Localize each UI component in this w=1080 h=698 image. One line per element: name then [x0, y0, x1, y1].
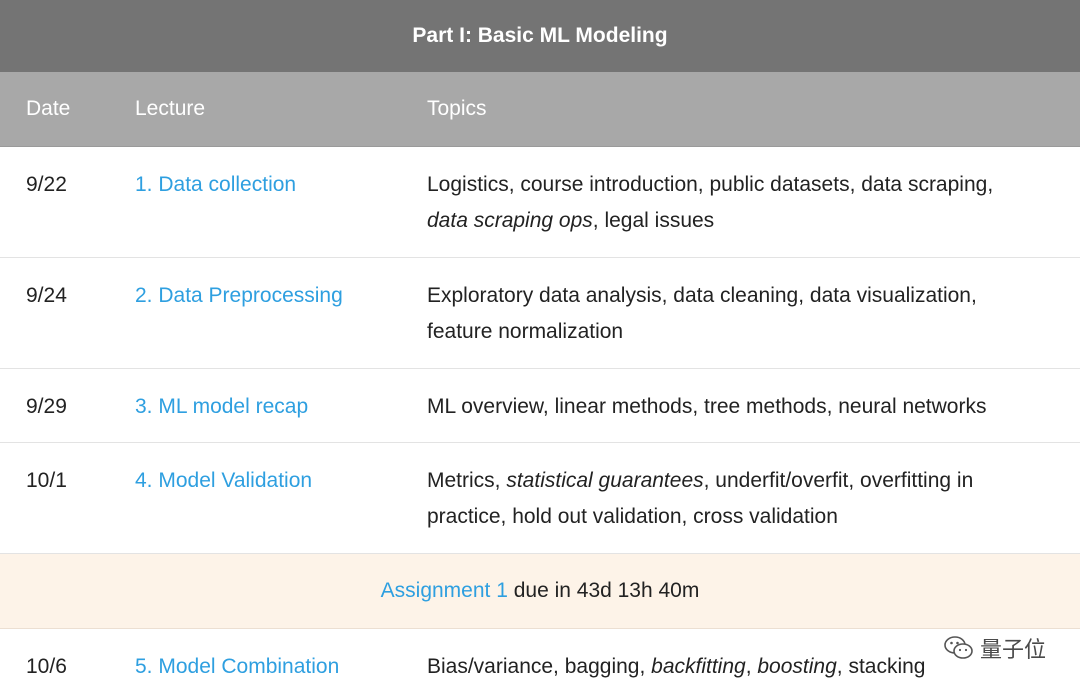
row-topics: ML overview, linear methods, tree method… — [427, 395, 987, 418]
part-header: Part I: Basic ML Modeling — [0, 0, 1080, 72]
column-header-lecture: Lecture — [135, 97, 206, 120]
row-topics: Bias/variance, bagging, backfitting, boo… — [427, 655, 926, 678]
lecture-link[interactable]: 5. Model Combination — [135, 655, 340, 678]
column-header-date: Date — [26, 97, 71, 120]
column-header-row: Date Lecture Topics — [0, 72, 1080, 147]
row-date: 9/29 — [26, 395, 67, 418]
column-header-topics: Topics — [427, 97, 487, 120]
watermark: 量子位 — [944, 632, 1046, 664]
assignment-link[interactable]: Assignment 1 — [380, 579, 508, 602]
lecture-link[interactable]: 2. Data Preprocessing — [135, 284, 343, 307]
row-topics: Metrics, statistical guarantees, underfi… — [427, 469, 974, 528]
lecture-link[interactable]: 3. ML model recap — [135, 395, 309, 418]
table-row: 9/22 1. Data collection Logistics, cours… — [0, 147, 1080, 258]
row-topics: Logistics, course introduction, public d… — [427, 173, 994, 232]
assignment-banner: Assignment 1 due in 43d 13h 40m — [0, 554, 1080, 629]
lecture-link[interactable]: 4. Model Validation — [135, 469, 313, 492]
row-topics: Exploratory data analysis, data cleaning… — [427, 284, 977, 343]
table-row: 10/1 4. Model Validation Metrics, statis… — [0, 443, 1080, 554]
table-row: 9/24 2. Data Preprocessing Exploratory d… — [0, 258, 1080, 369]
lecture-link[interactable]: 1. Data collection — [135, 173, 297, 196]
row-date: 10/6 — [26, 655, 67, 678]
row-date: 9/22 — [26, 173, 67, 196]
row-date: 10/1 — [26, 469, 67, 492]
watermark-text: 量子位 — [979, 637, 1046, 662]
table-row: 9/29 3. ML model recap ML overview, line… — [0, 369, 1080, 443]
part-title: Part I: Basic ML Modeling — [412, 24, 668, 47]
assignment-due: due in 43d 13h 40m — [507, 579, 700, 602]
row-date: 9/24 — [26, 284, 67, 307]
table-row: 10/6 5. Model Combination Bias/variance,… — [0, 629, 1080, 698]
wechat-icon — [944, 636, 973, 659]
